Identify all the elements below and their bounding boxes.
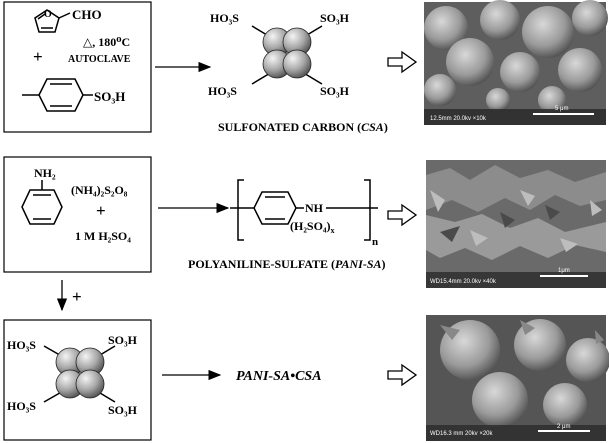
sem3-scale: 2 μm: [557, 424, 570, 430]
sem2-meta: WD15.4mm 20.0kv ×40k: [430, 279, 497, 285]
csa-structure-1: [251, 25, 323, 85]
sulfuric-acid: 1 M H₂SO₄: [75, 229, 131, 243]
csa1-group-tr: SO₃H: [320, 11, 350, 25]
csa2-group-tl: HO₃S: [7, 338, 36, 352]
aniline-structure: [21, 180, 63, 225]
hollow-arrow-3: [387, 363, 418, 387]
hollow-arrow-2: [387, 203, 418, 227]
furfural-cho: CHO: [72, 7, 102, 22]
pani-sa-label: POLYANILINE-SULFATE (PANI-SA): [188, 257, 386, 271]
sem-image-composite: WD16.3 mm 20kv ×20k 2 μm: [426, 315, 609, 441]
csa2-group-tr: SO₃H: [108, 333, 138, 347]
hollow-arrow-1: [387, 50, 418, 74]
csa2-group-bl: HO₃S: [7, 399, 36, 413]
sem-image-csa: 12.5mm 20.0kv ×10k 5 μm: [424, 0, 608, 125]
pani-nh: NH: [305, 201, 324, 215]
furfural-structure: [34, 9, 71, 33]
composite-label: PANI-SA•CSA: [236, 369, 322, 384]
pani-structure: [230, 179, 378, 241]
reagent-box-2: [3, 156, 152, 273]
sem3-meta: WD16.3 mm 20kv ×20k: [430, 431, 494, 437]
conditions-autoclave: AUTOCLAVE: [68, 54, 131, 65]
pani-dopant: (H₂SO₄)x: [290, 219, 335, 235]
plus-sign-3: +: [72, 287, 82, 306]
sem-image-pani-sa: WD15.4mm 20.0kv ×40k 1μm: [426, 160, 606, 288]
csa1-group-br: SO₃H: [320, 84, 350, 98]
csa1-group-tl: HO₃S: [210, 11, 239, 25]
sem1-scale: 5 μm: [555, 106, 568, 112]
csa1-group-bl: HO₃S: [208, 84, 237, 98]
csa-structure-2: [43, 345, 116, 403]
pani-n: n: [372, 236, 378, 248]
furan-oxygen: O: [44, 9, 52, 20]
reagent-box-1: [3, 1, 152, 133]
csa2-group-br: SO₃H: [108, 403, 138, 417]
oxidant: (NH₄)₂S₂O₈: [71, 183, 128, 197]
csa-label: SULFONATED CARBON (CSA): [218, 120, 388, 134]
conditions-temp: △, 180⁰C: [83, 35, 130, 49]
reagent-box-3: [3, 319, 152, 441]
aniline-nh2: NH₂: [34, 166, 56, 180]
sem2-scale: 1μm: [558, 268, 570, 274]
plus-sign-2: +: [96, 201, 106, 220]
sem1-meta: 12.5mm 20.0kv ×10k: [430, 116, 487, 122]
ptsa-structure: [22, 78, 93, 112]
plus-sign-1: +: [33, 47, 43, 66]
ptsa-so3h: SO₃H: [94, 89, 125, 104]
